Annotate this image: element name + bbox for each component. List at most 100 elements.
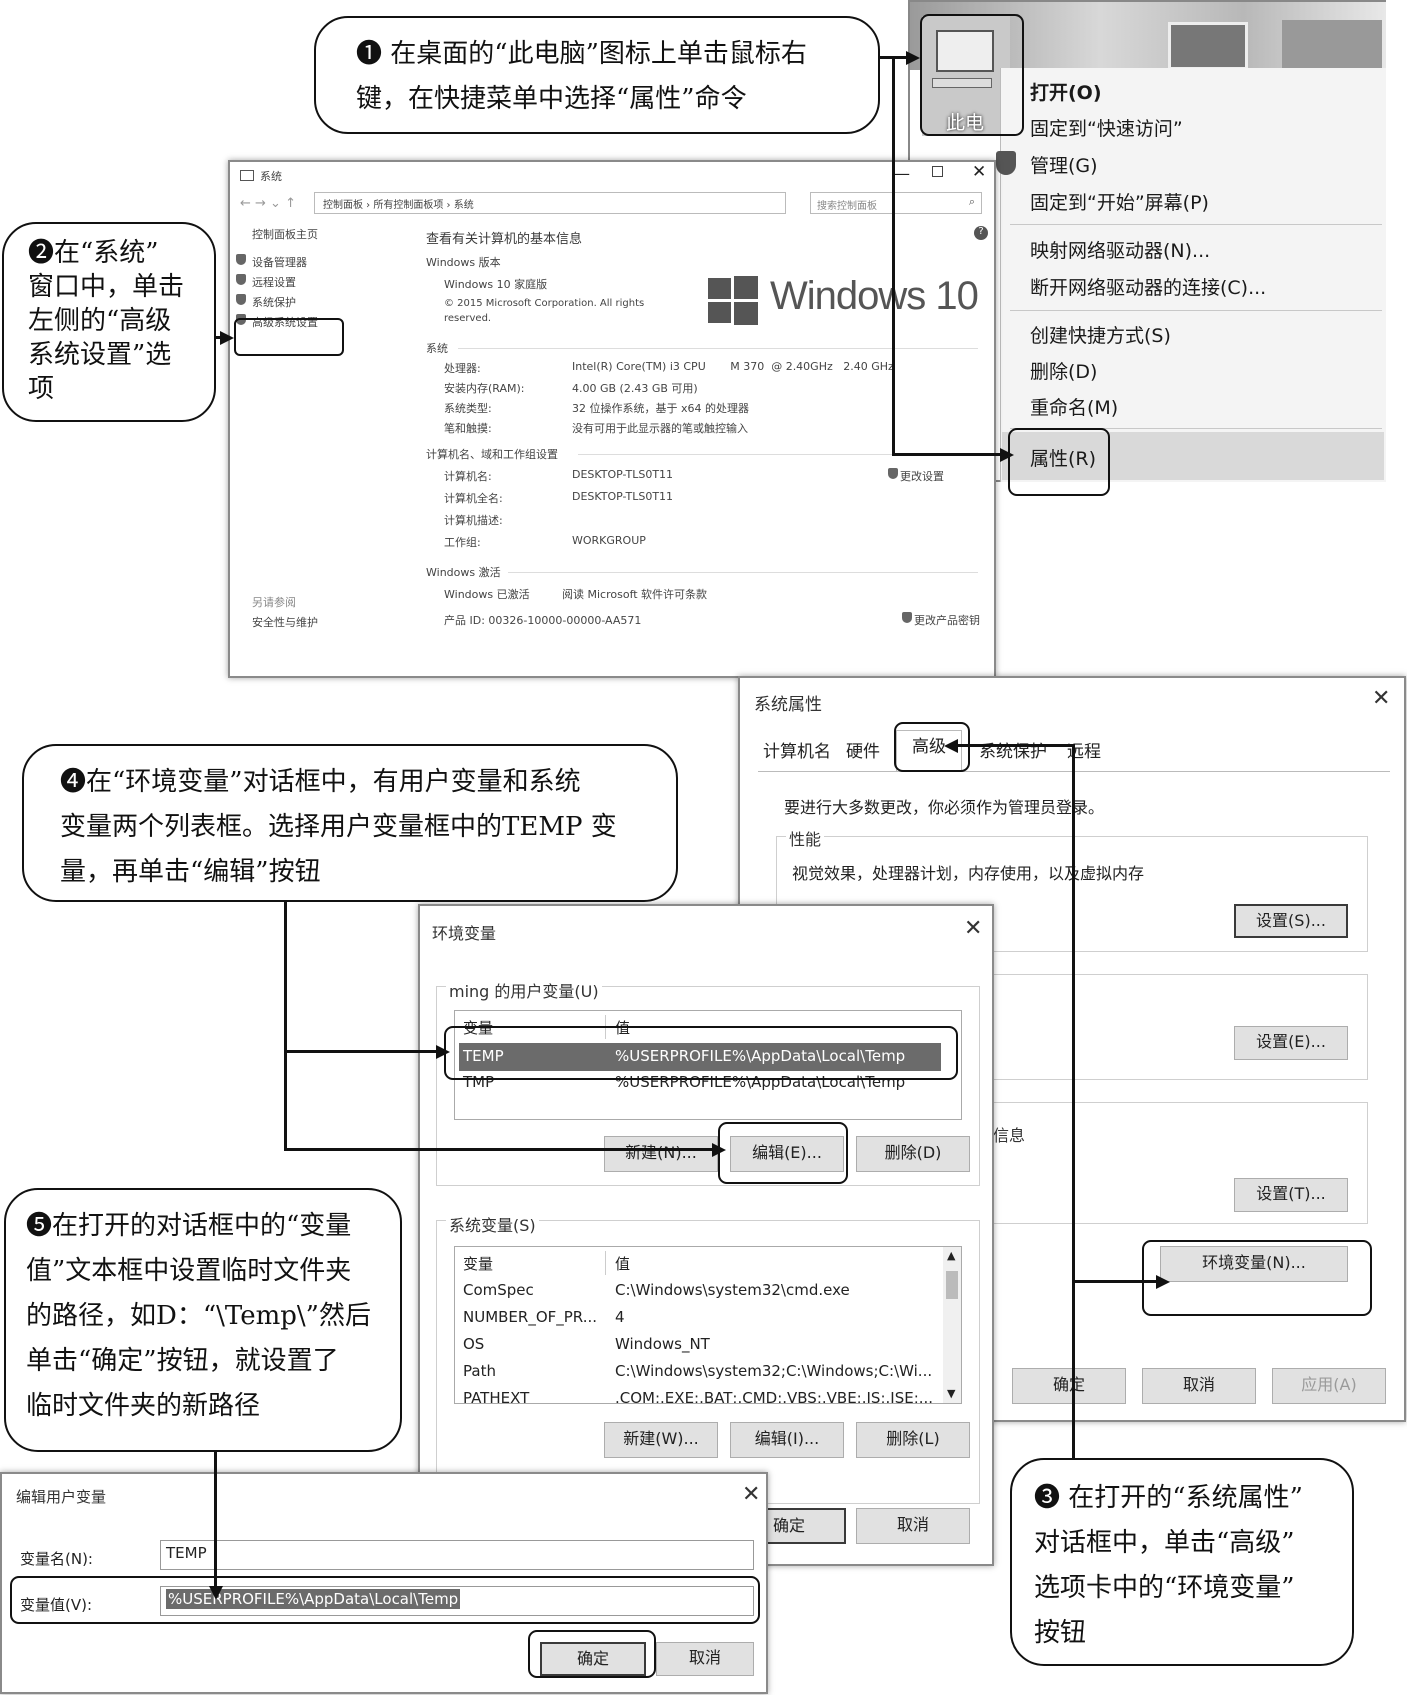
scrollbar-thumb[interactable] xyxy=(946,1271,958,1299)
close-button[interactable]: ✕ xyxy=(964,916,983,941)
tab-hardware[interactable]: 硬件 xyxy=(846,742,880,762)
info-key: 计算机描述: xyxy=(444,514,503,527)
scrollbar[interactable]: ▲ ▼ xyxy=(943,1247,961,1403)
dialog-title: 环境变量 xyxy=(432,924,497,943)
edit-system-var-button[interactable]: 编辑(I)... xyxy=(730,1422,844,1458)
system-var-name[interactable]: Path xyxy=(463,1362,496,1380)
license-link[interactable]: 阅读 Microsoft 软件许可条款 xyxy=(562,588,708,601)
step-number: ❸ xyxy=(1034,1483,1061,1513)
column-header-value[interactable]: 值 xyxy=(615,1019,631,1037)
menu-item-map-drive[interactable]: 映射网络驱动器(N)... xyxy=(1030,240,1211,262)
new-user-var-button[interactable]: 新建(N)... xyxy=(604,1136,718,1172)
callout-text: 在打开的对话框中的“变量 xyxy=(52,1211,352,1241)
this-pc-label: 此电 xyxy=(946,112,985,134)
menu-separator xyxy=(1010,310,1382,311)
system-var-value[interactable]: C:\Windows\system32\cmd.exe xyxy=(615,1281,850,1299)
highlight-edit-button xyxy=(718,1122,848,1184)
back-arrow-icon[interactable]: ← → ⌄ ↑ xyxy=(240,196,296,211)
system-var-value[interactable]: C:\Windows\system32;C:\Windows;C:\Wi... xyxy=(615,1362,933,1380)
system-var-value[interactable]: 4 xyxy=(615,1308,625,1326)
highlight-temp-row xyxy=(444,1026,958,1080)
this-pc-icon[interactable]: 此电 xyxy=(922,16,1010,136)
shield-icon xyxy=(888,468,898,479)
callout-text: 键，在快捷菜单中选择“属性”命令 xyxy=(356,84,747,114)
minimize-button[interactable]: — xyxy=(894,164,910,183)
system-var-name[interactable]: ComSpec xyxy=(463,1281,534,1299)
sidebar-item-device-manager[interactable]: 设备管理器 xyxy=(252,256,307,269)
edition-value: Windows 10 家庭版 xyxy=(444,278,548,291)
scroll-down-icon[interactable]: ▼ xyxy=(947,1387,956,1400)
system-var-name[interactable]: OS xyxy=(463,1335,485,1353)
startup-settings-button[interactable]: 设置(T)... xyxy=(1234,1178,1348,1212)
callout-text: 值”文本框中设置临时文件夹 xyxy=(26,1256,352,1286)
ok-button[interactable]: 确定 xyxy=(1012,1368,1126,1404)
search-icon: ⌕ xyxy=(968,195,975,208)
variable-name-field[interactable]: TEMP xyxy=(160,1540,754,1570)
computer-section-label: 计算机名、域和工作组设置 xyxy=(426,448,558,461)
column-header-variable[interactable]: 变量 xyxy=(463,1255,494,1273)
change-settings-link[interactable]: 更改设置 xyxy=(900,470,944,483)
search-input[interactable]: 搜索控制面板 ⌕ xyxy=(810,192,982,214)
address-bar[interactable]: 控制面板 › 所有控制面板项 › 系统 xyxy=(314,192,786,214)
close-button[interactable]: ✕ xyxy=(742,1482,761,1507)
breadcrumb: 控制面板 › 所有控制面板项 › 系统 xyxy=(323,200,474,211)
user-vars-list[interactable]: 变量 值 TEMP %USERPROFILE%\AppData\Local\Te… xyxy=(454,1010,962,1120)
cancel-button[interactable]: 取消 xyxy=(856,1508,970,1544)
breadcrumb-item[interactable]: 系统 xyxy=(453,200,474,211)
column-header-value[interactable]: 值 xyxy=(615,1255,631,1273)
delete-user-var-button[interactable]: 删除(D) xyxy=(856,1136,970,1172)
callout-text: 变量两个列表框。选择用户变量框中的TEMP 变 xyxy=(60,812,617,842)
ok-button[interactable]: 确定 xyxy=(540,1642,646,1676)
menu-item-create-shortcut[interactable]: 创建快捷方式(S) xyxy=(1030,325,1171,347)
menu-item-open[interactable]: 打开(O) xyxy=(1030,82,1102,104)
system-var-value[interactable]: Windows_NT xyxy=(615,1335,710,1353)
help-icon[interactable]: ? xyxy=(974,226,988,240)
menu-item-disconnect-drive[interactable]: 断开网络驱动器的连接(C)... xyxy=(1030,277,1267,299)
sidebar-item-protection[interactable]: 系统保护 xyxy=(252,296,296,309)
callout-line: ❺在打开的对话框中的“变量 xyxy=(26,1204,400,1249)
sidebar-item-security[interactable]: 安全性与维护 xyxy=(252,616,318,629)
breadcrumb-item[interactable]: 控制面板 xyxy=(323,200,363,211)
cancel-button[interactable]: 取消 xyxy=(656,1642,754,1676)
edit-user-var-button[interactable]: 编辑(E)... xyxy=(730,1136,844,1172)
column-header-variable[interactable]: 变量 xyxy=(463,1019,494,1037)
system-var-value[interactable]: .COM;.EXE;.BAT;.CMD;.VBS;.VBE;.JS;.JSE;.… xyxy=(615,1389,934,1404)
variable-value-field[interactable]: %USERPROFILE%\AppData\Local\Temp xyxy=(160,1586,754,1616)
menu-item-rename[interactable]: 重命名(M) xyxy=(1030,397,1119,419)
sidebar-item-remote[interactable]: 远程设置 xyxy=(252,276,296,289)
menu-item-pin-quick-access[interactable]: 固定到“快速访问” xyxy=(1030,118,1183,140)
system-var-name[interactable]: NUMBER_OF_PR... xyxy=(463,1308,598,1326)
change-product-key-link[interactable]: 更改产品密钥 xyxy=(914,614,980,627)
user-var-name[interactable]: TMP xyxy=(463,1073,495,1091)
close-button[interactable]: ✕ xyxy=(972,162,987,182)
shield-icon xyxy=(902,612,912,623)
scroll-up-icon[interactable]: ▲ xyxy=(947,1249,956,1262)
connector-line xyxy=(284,902,287,1150)
sidebar-home-link[interactable]: 控制面板主页 xyxy=(252,228,318,241)
copyright-text: © 2015 Microsoft Corporation. All rights… xyxy=(444,298,645,324)
menu-item-manage[interactable]: 管理(G) xyxy=(1030,155,1098,177)
menu-item-properties[interactable]: 属性(R) xyxy=(1030,448,1097,470)
table-row-selected[interactable] xyxy=(459,1043,941,1071)
info-value: DESKTOP-TLS0T11 xyxy=(572,490,674,503)
menu-item-pin-start[interactable]: 固定到“开始”屏幕(P) xyxy=(1030,192,1209,214)
tab-remote[interactable]: 远程 xyxy=(1067,742,1101,762)
delete-system-var-button[interactable]: 删除(L) xyxy=(856,1422,970,1458)
user-var-value[interactable]: %USERPROFILE%\AppData\Local\Temp xyxy=(615,1073,906,1091)
close-button[interactable]: ✕ xyxy=(1372,686,1391,711)
maximize-button[interactable] xyxy=(932,166,943,177)
breadcrumb-item[interactable]: 所有控制面板项 xyxy=(373,200,444,211)
new-system-var-button[interactable]: 新建(W)... xyxy=(604,1422,718,1458)
system-section-label: 系统 xyxy=(426,342,448,355)
tab-computer-name[interactable]: 计算机名 xyxy=(763,742,831,762)
profile-settings-button[interactable]: 设置(E)... xyxy=(1234,1026,1348,1060)
performance-settings-button[interactable]: 设置(S)... xyxy=(1234,904,1348,938)
system-var-name[interactable]: PATHEXT xyxy=(463,1389,530,1404)
system-vars-list[interactable]: 变量 值 ComSpec C:\Windows\system32\cmd.exe… xyxy=(454,1246,962,1404)
apply-button[interactable]: 应用(A) xyxy=(1272,1368,1386,1404)
tab-system-protection[interactable]: 系统保护 xyxy=(979,742,1047,762)
cancel-button[interactable]: 取消 xyxy=(1142,1368,1256,1404)
context-menu xyxy=(1000,68,1386,482)
environment-variables-button[interactable]: 环境变量(N)... xyxy=(1160,1246,1348,1282)
menu-item-delete[interactable]: 删除(D) xyxy=(1030,361,1098,383)
